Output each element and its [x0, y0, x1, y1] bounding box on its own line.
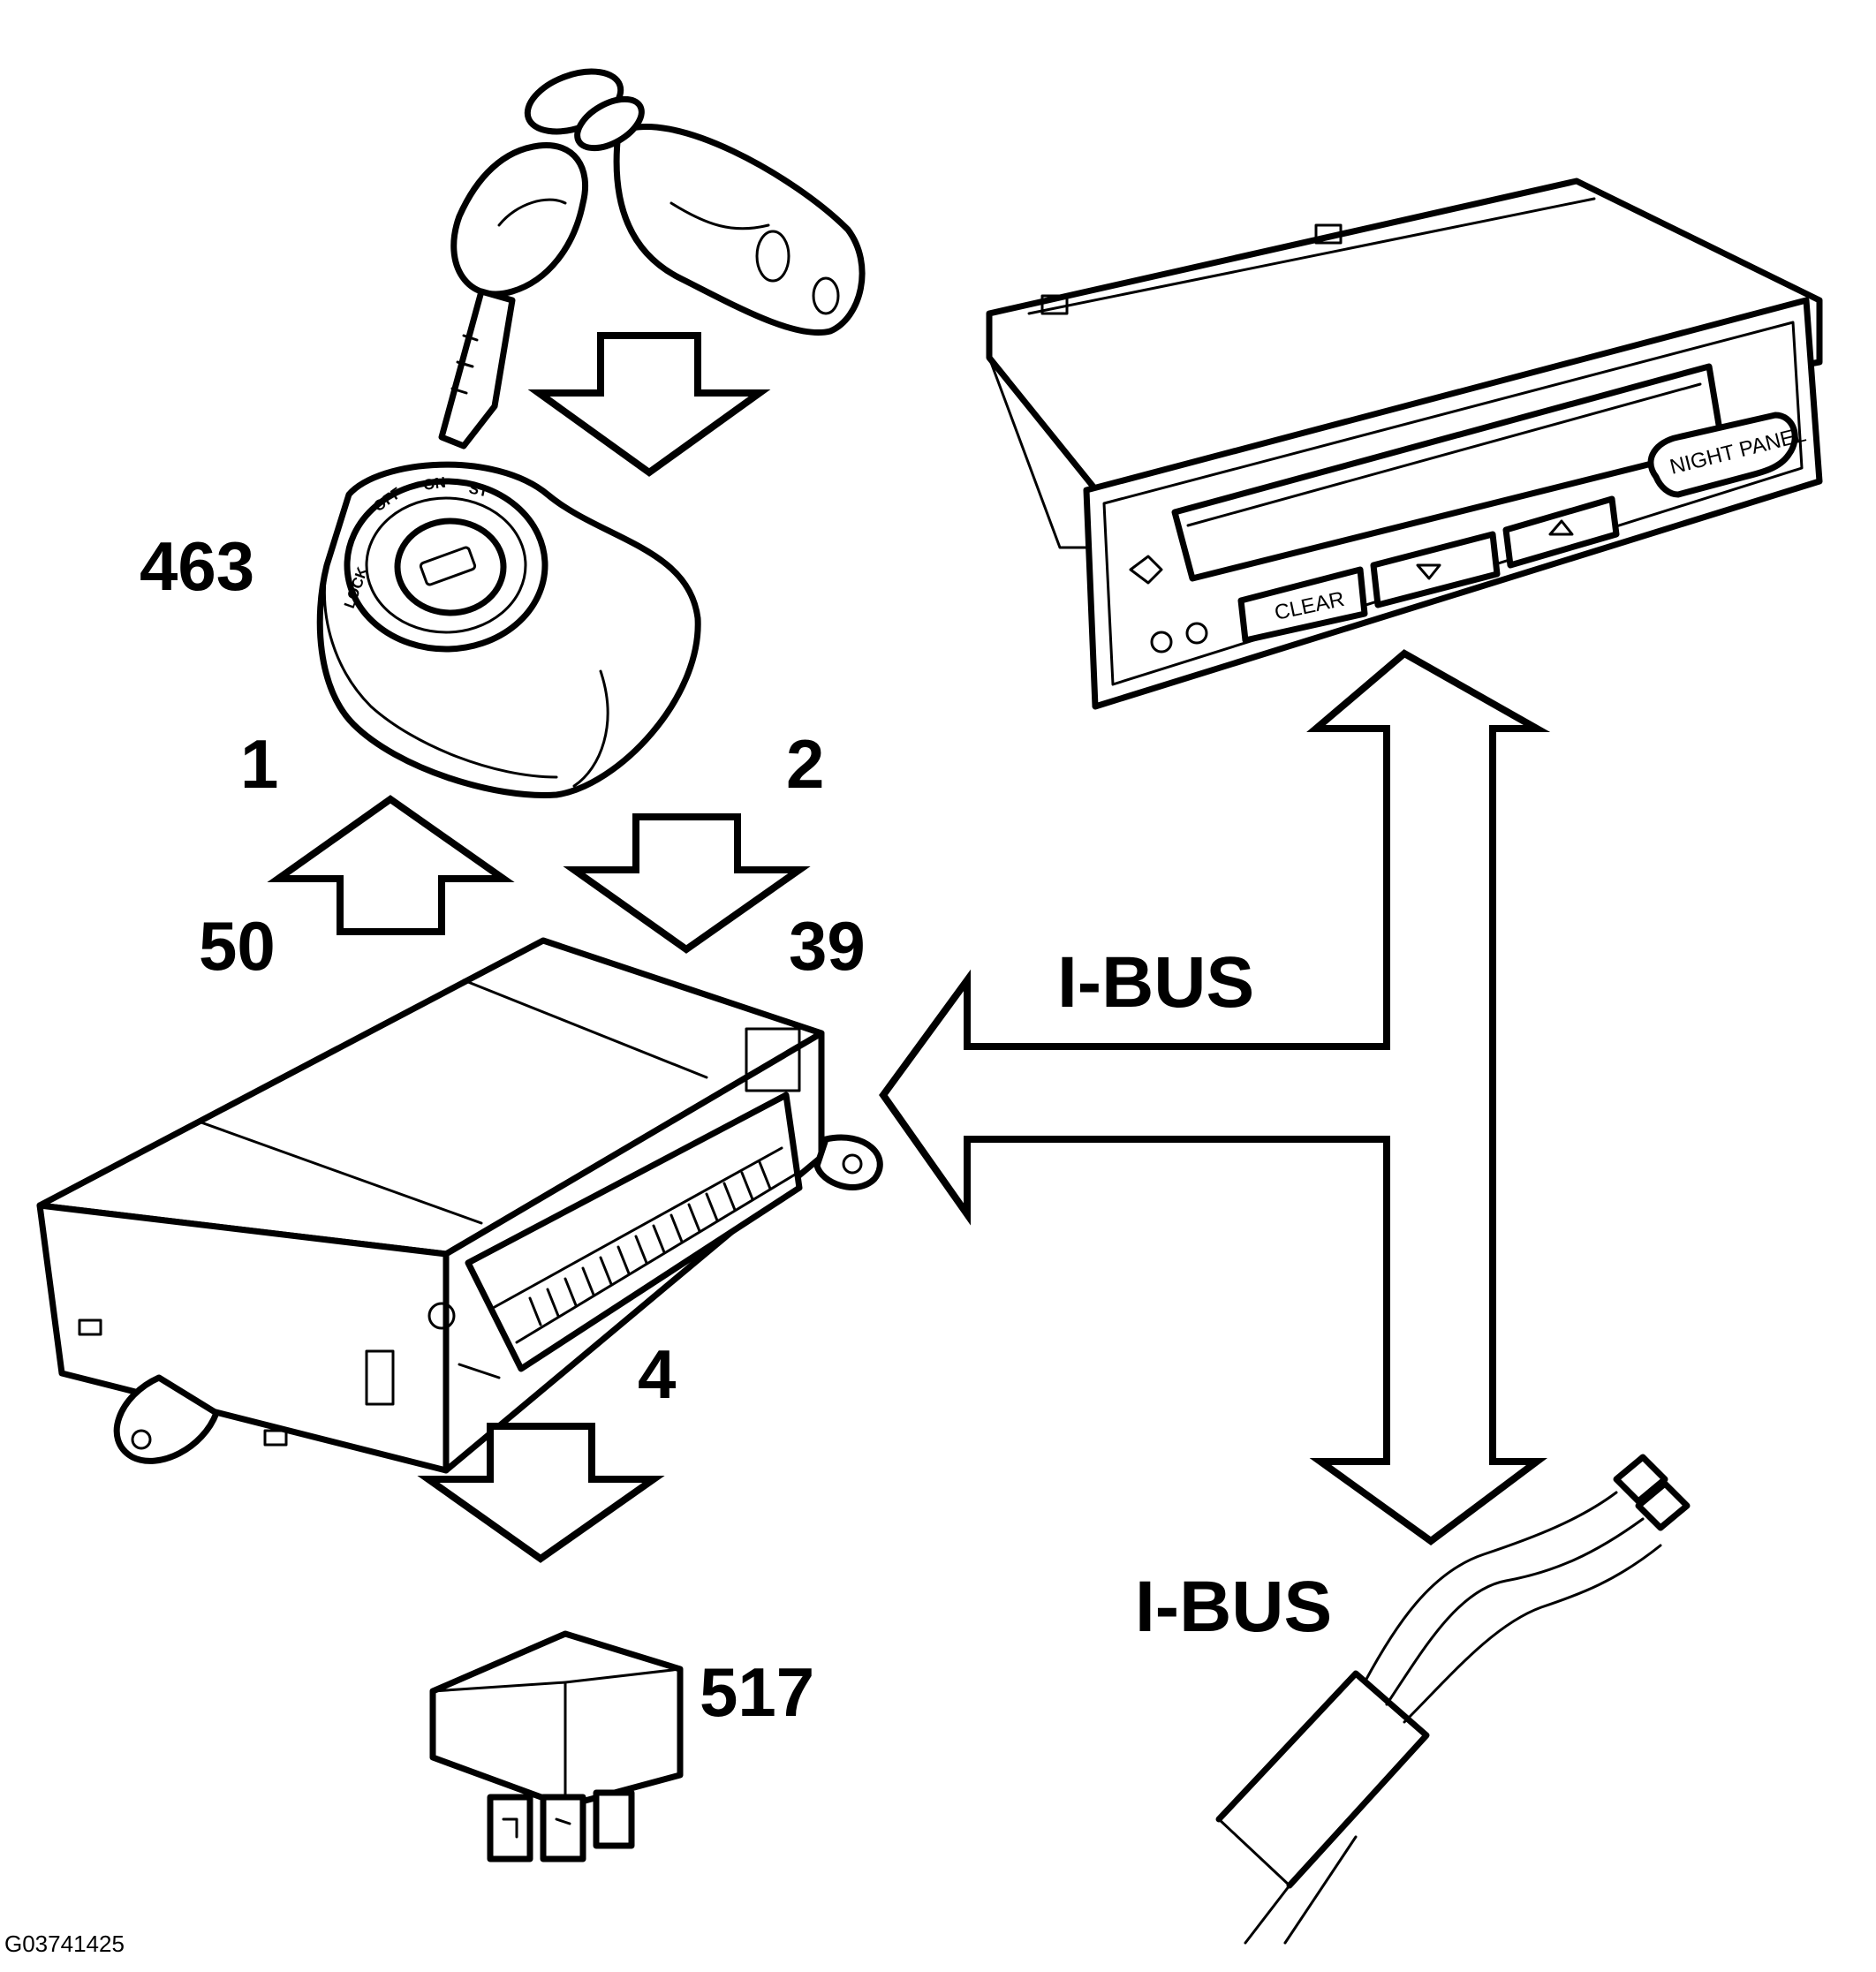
ignition-switch: LOCK OFF ON ST: [316, 461, 701, 798]
ignition-key: [438, 68, 866, 450]
relay: [429, 1630, 684, 1862]
figure-id: G03741425: [4, 1930, 125, 1957]
key-insert-arrow: [527, 332, 771, 477]
check-control-display: CLEAR NIGHT PANEL: [986, 178, 1823, 710]
signal-50-arrow: [267, 795, 515, 935]
on-position-label: ON: [422, 474, 447, 494]
output-4-label: 4: [638, 1335, 676, 1413]
ibus-bidirectional-arrow: [879, 649, 1551, 1545]
arrow-2-label: 2: [786, 725, 824, 803]
ignition-switch-label: 463: [140, 527, 254, 605]
arrow-1-label: 1: [240, 725, 278, 803]
signal-39-arrow: [563, 813, 811, 954]
ibus-wiring: [1215, 1454, 1691, 1945]
terminal-39-label: 39: [789, 907, 866, 985]
relay-label: 517: [700, 1653, 814, 1731]
control-module: [36, 937, 883, 1474]
start-position-label: ST: [467, 480, 490, 500]
ibus-label-upper: I-BUS: [1057, 942, 1254, 1023]
ibus-label-lower: I-BUS: [1135, 1567, 1332, 1647]
output-4-arrow: [417, 1423, 665, 1563]
terminal-50-label: 50: [199, 907, 276, 985]
